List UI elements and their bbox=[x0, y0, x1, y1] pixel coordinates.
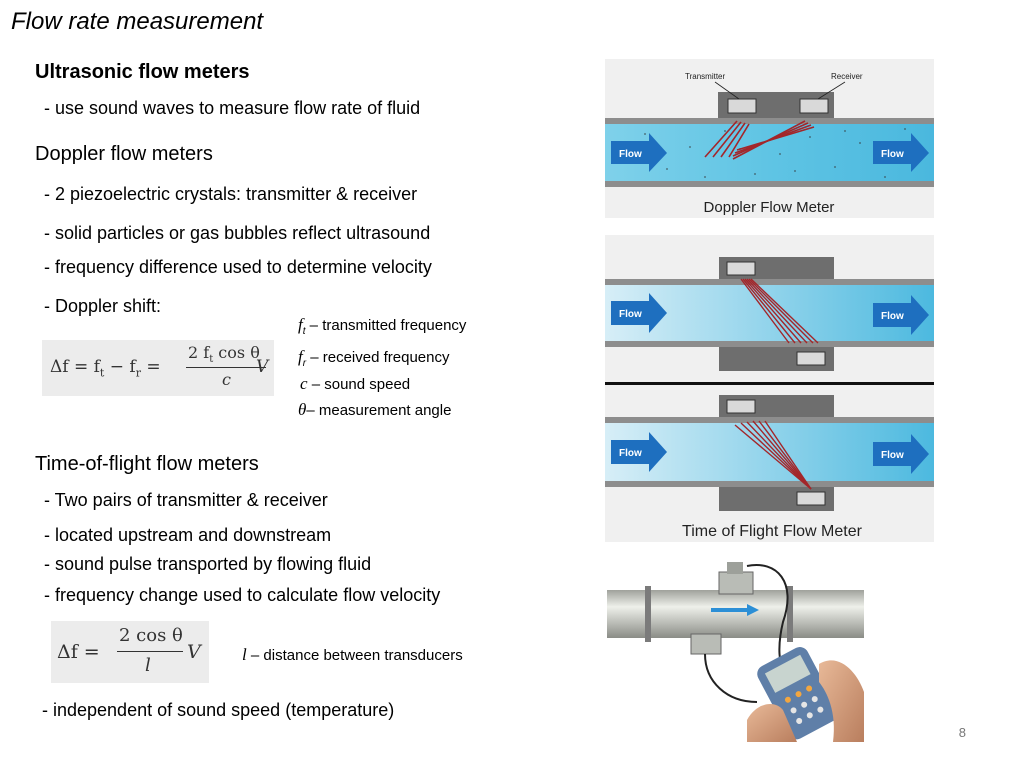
tof-bullet-2: - located upstream and downstream bbox=[44, 525, 332, 545]
transmitter-label: Transmitter bbox=[685, 72, 725, 81]
tof-diagram: Flow Flow Flow Flow Time of Flight Flow … bbox=[605, 235, 934, 542]
legend-theta: θ– measurement angle bbox=[298, 400, 452, 419]
tof-formula: Δf = 2 cos θ l V bbox=[51, 621, 209, 683]
tof-flow-in-bottom: Flow bbox=[619, 448, 642, 459]
tof-heading: Time-of-flight flow meters bbox=[35, 453, 259, 475]
tof-bullet-1: - Two pairs of transmitter & receiver bbox=[44, 490, 328, 510]
doppler-caption: Doppler Flow Meter bbox=[704, 199, 835, 216]
tof-caption: Time of Flight Flow Meter bbox=[682, 523, 863, 540]
tof-bullet-4: - frequency change used to calculate flo… bbox=[44, 585, 441, 605]
doppler-bullet-2: - solid particles or gas bubbles reflect… bbox=[44, 223, 431, 243]
tof-flow-out-top: Flow bbox=[881, 311, 904, 322]
ultrasonic-bullet: - use sound waves to measure flow rate o… bbox=[44, 98, 421, 118]
doppler-bullet-4: - Doppler shift: bbox=[44, 296, 162, 316]
tof-bullet-3: - sound pulse transported by flowing flu… bbox=[44, 554, 372, 574]
legend-c: c – sound speed bbox=[300, 374, 411, 393]
flow-label-out: Flow bbox=[881, 149, 904, 160]
doppler-bullet-3: - frequency difference used to determine… bbox=[44, 257, 432, 277]
receiver-label: Receiver bbox=[831, 72, 863, 81]
tof-flow-out-bottom: Flow bbox=[881, 450, 904, 461]
tof-flow-in-top: Flow bbox=[619, 309, 642, 320]
doppler-formula: Δf = ft − fr = 2 ft cos θ c V bbox=[42, 340, 274, 396]
tof-last-bullet: - independent of sound speed (temperatur… bbox=[42, 700, 395, 720]
flow-label-in: Flow bbox=[619, 149, 642, 160]
ultrasonic-heading: Ultrasonic flow meters bbox=[35, 61, 250, 83]
legend-fr: fr – received frequency bbox=[298, 347, 450, 369]
slide-title: Flow rate measurement bbox=[11, 8, 264, 35]
doppler-heading: Doppler flow meters bbox=[35, 143, 213, 165]
legend-ft: ft – transmitted frequency bbox=[298, 315, 467, 337]
page-number: 8 bbox=[958, 725, 966, 740]
doppler-bullet-1: - 2 piezoelectric crystals: transmitter … bbox=[44, 184, 418, 204]
legend-l: l – distance between transducers bbox=[242, 645, 463, 664]
clamp-on-flowmeter-photo bbox=[607, 552, 864, 742]
doppler-diagram: Transmitter Receiver Flow Flow Doppler F… bbox=[605, 59, 934, 218]
